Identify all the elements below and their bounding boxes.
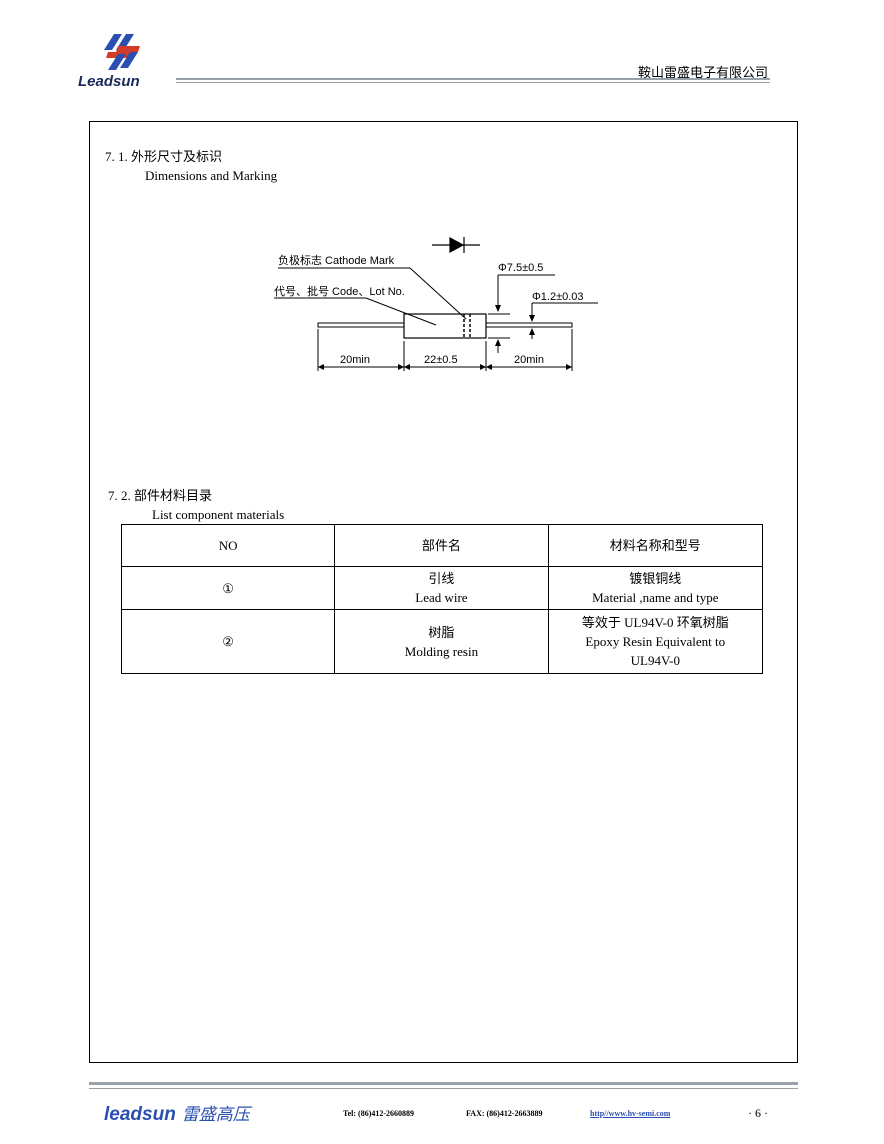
- table-row: ① 引线 Lead wire 镀银铜线 Material ,name and t…: [120, 566, 764, 610]
- header-rule: [176, 78, 770, 80]
- left-lead-length-label: 20min: [340, 354, 370, 366]
- body-length-label: 22±0.5: [424, 354, 458, 366]
- section1-title-en: Dimensions and Marking: [145, 168, 278, 183]
- cathode-mark-label: 负极标志 Cathode Mark: [278, 253, 395, 267]
- footer-rule-thin: [89, 1088, 798, 1089]
- row2-material: 等效于 UL94V-0 环氧树脂 Epoxy Resin Equivalent …: [547, 609, 764, 674]
- row2-material-line2: Epoxy Resin Equivalent to: [585, 634, 726, 649]
- table-header-part: 部件名: [334, 524, 549, 567]
- company-name: 鞍山雷盛电子有限公司: [637, 65, 768, 80]
- code-lot-label: 代号、批号 Code、Lot No.: [274, 284, 405, 298]
- page-number: · 6 ·: [748, 1106, 768, 1120]
- row2-material-line1: 等效于 UL94V-0 环氧树脂: [581, 615, 729, 630]
- logo-wordmark: Leadsun: [78, 73, 140, 90]
- footer-tel: Tel: (86)412-2660889: [343, 1109, 415, 1118]
- footer-logo: leadsun 雷盛高压: [104, 1100, 250, 1126]
- right-lead-length-label: 20min: [514, 354, 544, 366]
- row2-material-line3: UL94V-0: [630, 653, 680, 668]
- footer-logo-zh: 雷盛高压: [181, 1105, 250, 1124]
- leadsun-logo: Leadsun: [78, 28, 178, 90]
- row2-part: 树脂 Molding resin: [334, 609, 549, 674]
- leadsun-logo-mark: [104, 34, 140, 70]
- diode-symbol-icon: [432, 236, 480, 254]
- row1-part-zh: 引线: [428, 571, 455, 586]
- row1-material-en: Material ,name and type: [592, 590, 719, 605]
- table-header-material: 材料名称和型号: [547, 524, 764, 567]
- row1-no: ①: [120, 566, 336, 610]
- dimension-diagram: 负极标志 Cathode Mark 代号、批号 Code、Lot No. Φ7.…: [274, 236, 598, 371]
- table-header-no: NO: [120, 524, 336, 567]
- body-diameter-label: Φ7.5±0.5: [498, 262, 543, 274]
- row2-no: ②: [120, 609, 336, 674]
- section2-title-en: List component materials: [152, 507, 285, 522]
- header-rule-thin: [176, 82, 770, 83]
- footer-fax: FAX: (86)412-2663889: [466, 1109, 543, 1118]
- lead-diameter-label: Φ1.2±0.03: [532, 291, 584, 303]
- table-header-row: NO 部件名 材料名称和型号: [120, 524, 764, 567]
- row2-part-zh: 树脂: [428, 624, 455, 640]
- content-frame: [89, 121, 798, 1063]
- row1-part-en: Lead wire: [415, 590, 468, 605]
- row2-part-en: Molding resin: [404, 643, 479, 659]
- footer-url-link[interactable]: http//www.hv-semi.com: [590, 1109, 671, 1118]
- diode-body: [403, 313, 487, 339]
- row1-material: 镀银铜线 Material ,name and type: [547, 566, 764, 610]
- row1-part: 引线 Lead wire: [334, 566, 549, 610]
- materials-table: NO 部件名 材料名称和型号 ① 引线 Lead wire 镀银铜线 Mater…: [120, 524, 764, 674]
- footer-rule: [89, 1082, 798, 1085]
- section1-title-zh: 7. 1. 外形尺寸及标识: [105, 149, 223, 164]
- row1-material-zh: 镀银铜线: [629, 571, 682, 586]
- table-row: ② 树脂 Molding resin 等效于 UL94V-0 环氧树脂 Epox…: [120, 609, 764, 674]
- section2-title-zh: 7. 2. 部件材料目录: [108, 488, 213, 503]
- footer-logo-wordmark: leadsun: [104, 1104, 176, 1125]
